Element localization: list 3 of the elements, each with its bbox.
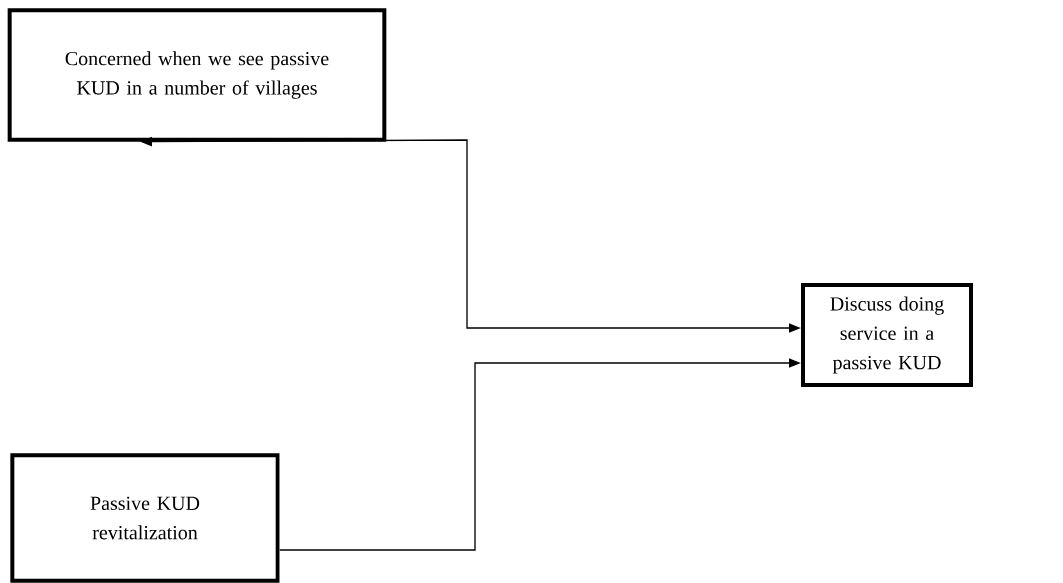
process-box: Discuss doing service in a passive KUD [801,283,973,387]
process-box: Concerned when we see passive KUD in a number of villages [7,8,387,142]
process-box: Passive KUD revitalization [10,453,280,583]
